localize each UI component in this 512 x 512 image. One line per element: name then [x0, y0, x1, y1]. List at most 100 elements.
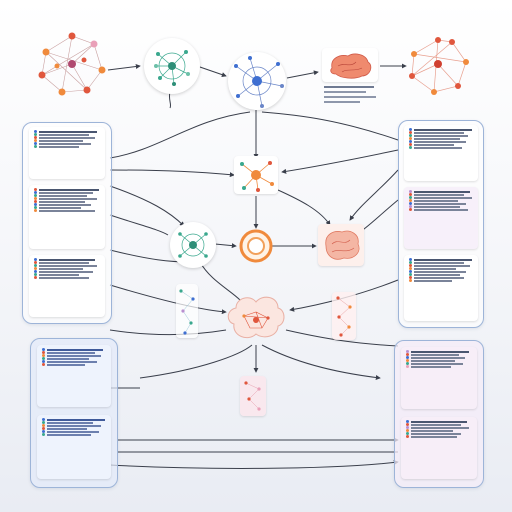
connector-drop-1: [168, 91, 172, 109]
left-card-2-row: [34, 188, 100, 191]
left-lower-card-2-row: [42, 424, 106, 427]
left-panel-lower: [30, 338, 118, 488]
left-lower-card-1-row: [42, 351, 106, 354]
left-card-1-row: [34, 130, 100, 133]
right-card-1-row: [409, 134, 473, 137]
hub-network-icon: [234, 56, 284, 108]
brain-map-icon: [330, 53, 372, 79]
left-lower-card-1-row: [42, 360, 106, 363]
left-card-3-row: [34, 267, 100, 270]
right-card-1-row: [409, 140, 473, 143]
right-card-1-row: [409, 143, 473, 146]
left-card-3-row: [34, 276, 100, 279]
connector-low-2: [285, 329, 399, 347]
right-lower-card-1-row: [406, 350, 472, 353]
right-lower-card-2-row: [406, 423, 472, 426]
connector-mid-5: [109, 284, 227, 315]
brain-map-caption: [324, 84, 382, 104]
connector-right-3: [349, 169, 399, 221]
connector-low-1: [109, 329, 227, 335]
right-lower-card-2-row: [406, 420, 472, 423]
left-lower-card-1-row: [42, 348, 106, 351]
right-lower-card-1: [401, 347, 477, 409]
right-panel-upper: [398, 120, 484, 328]
right-card-3-row: [409, 267, 473, 270]
left-card-3-row: [34, 258, 100, 261]
left-lower-card-2: [37, 415, 111, 479]
right-card-2-row: [409, 208, 473, 211]
bottom-graph-card: [240, 376, 266, 416]
connector-top-3: [286, 70, 319, 79]
left-card-1: [29, 127, 105, 179]
left-card-2: [29, 185, 105, 249]
right-lower-card-1-row: [406, 362, 472, 365]
left-lower-card-1: [37, 345, 111, 407]
left-lower-card-2-row: [42, 418, 106, 421]
right-card-1: [404, 125, 478, 181]
left-card-2-row: [34, 209, 100, 212]
network-graph-icon: [336, 296, 352, 337]
right-lower-card-1-row: [406, 359, 472, 362]
right-card-3: [404, 255, 478, 321]
right-card-2-row: [409, 205, 473, 208]
right-card-2-row: [409, 193, 473, 196]
brain-map-icon: [325, 230, 360, 260]
left-card-1-row: [34, 133, 100, 136]
connector-left-2: [109, 169, 235, 178]
right-card-1-row: [409, 146, 473, 149]
left-card-1-row: [34, 136, 100, 139]
left-lower-card-1-row: [42, 354, 106, 357]
left-card-2-row: [34, 206, 100, 209]
center-brain-card: [234, 156, 278, 194]
right-lower-card-2-row: [406, 429, 472, 432]
cloud-network-icon: [227, 296, 285, 339]
connector-left-1: [109, 111, 251, 159]
right-card-3-row: [409, 279, 473, 282]
left-card-3-row: [34, 270, 100, 273]
right-card-3-row: [409, 261, 473, 264]
connector-top-1: [107, 64, 141, 71]
right-lower-card-2-row: [406, 435, 472, 438]
eye-network-node: [170, 222, 216, 268]
right-lower-card-2-row: [406, 426, 472, 429]
connector-right-5: [359, 199, 399, 233]
right-lower-card-1-row: [406, 353, 472, 356]
left-lower-card-2-row: [42, 421, 106, 424]
right-card-2: [404, 187, 478, 249]
right-card-2-row: [409, 190, 473, 193]
left-card-2-row: [34, 194, 100, 197]
right-lower-card-2: [401, 417, 477, 479]
connector-mid-3: [199, 261, 241, 301]
right-card-1-row: [409, 131, 473, 134]
concentric-circle-icon: [239, 229, 273, 263]
right-card-3-row: [409, 276, 473, 279]
right-card-1-row: [409, 137, 473, 140]
left-panel-upper: [22, 122, 112, 324]
left-card-1-row: [34, 142, 100, 145]
left-card-3-row: [34, 273, 100, 276]
small-graph-card-right: [332, 292, 356, 340]
connector-low-3: [139, 344, 253, 379]
radial-network-node: [144, 38, 200, 94]
connector-left-3: [109, 185, 185, 227]
right-card-3-row: [409, 264, 473, 267]
brain-scan-icon: [240, 161, 274, 192]
left-card-3: [29, 255, 105, 317]
left-lower-card-2-row: [42, 433, 106, 436]
network-graph-icon: [244, 381, 261, 411]
right-card-1-row: [409, 128, 473, 131]
connector-right-1: [261, 111, 399, 141]
right-brain-card: [318, 224, 364, 266]
network-graph-icon: [38, 32, 106, 96]
left-lower-card-2-row: [42, 427, 106, 430]
connector-top-2: [196, 65, 227, 78]
connector-right-2: [281, 149, 399, 174]
network-graph-icon: [179, 289, 195, 335]
right-card-2-row: [409, 199, 473, 202]
right-card-2-row: [409, 202, 473, 205]
neural-cluster-icon: [409, 37, 469, 95]
connector-left-4: [109, 214, 169, 236]
connector-mid-1: [214, 243, 237, 249]
